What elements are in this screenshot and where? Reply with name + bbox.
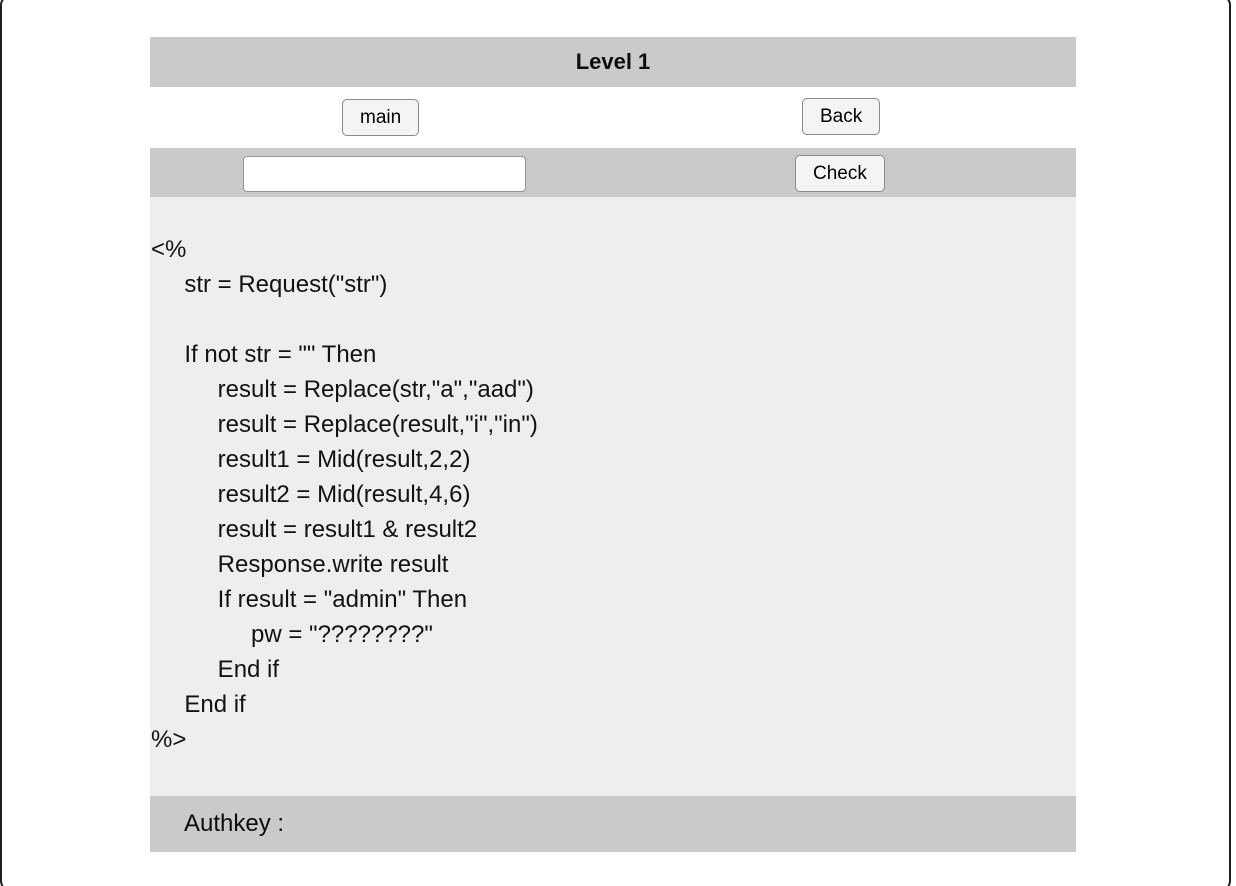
code-area: <% str = Request("str") If not str = "" … bbox=[150, 197, 1076, 796]
main-button[interactable]: main bbox=[342, 99, 420, 136]
challenge-panel: Level 1 main Back Check <% str = Request… bbox=[150, 37, 1076, 852]
nav-row: main Back bbox=[150, 87, 1076, 148]
page-title: Level 1 bbox=[575, 49, 651, 74]
answer-input[interactable] bbox=[243, 156, 526, 192]
answer-row: Check bbox=[150, 148, 1076, 197]
source-code: <% str = Request("str") If not str = "" … bbox=[151, 236, 538, 753]
back-button[interactable]: Back bbox=[802, 98, 881, 135]
header-bar: Level 1 bbox=[150, 37, 1076, 87]
check-button[interactable]: Check bbox=[795, 155, 885, 192]
authkey-label: Authkey : bbox=[184, 810, 285, 837]
authkey-bar: Authkey : bbox=[150, 796, 1076, 852]
